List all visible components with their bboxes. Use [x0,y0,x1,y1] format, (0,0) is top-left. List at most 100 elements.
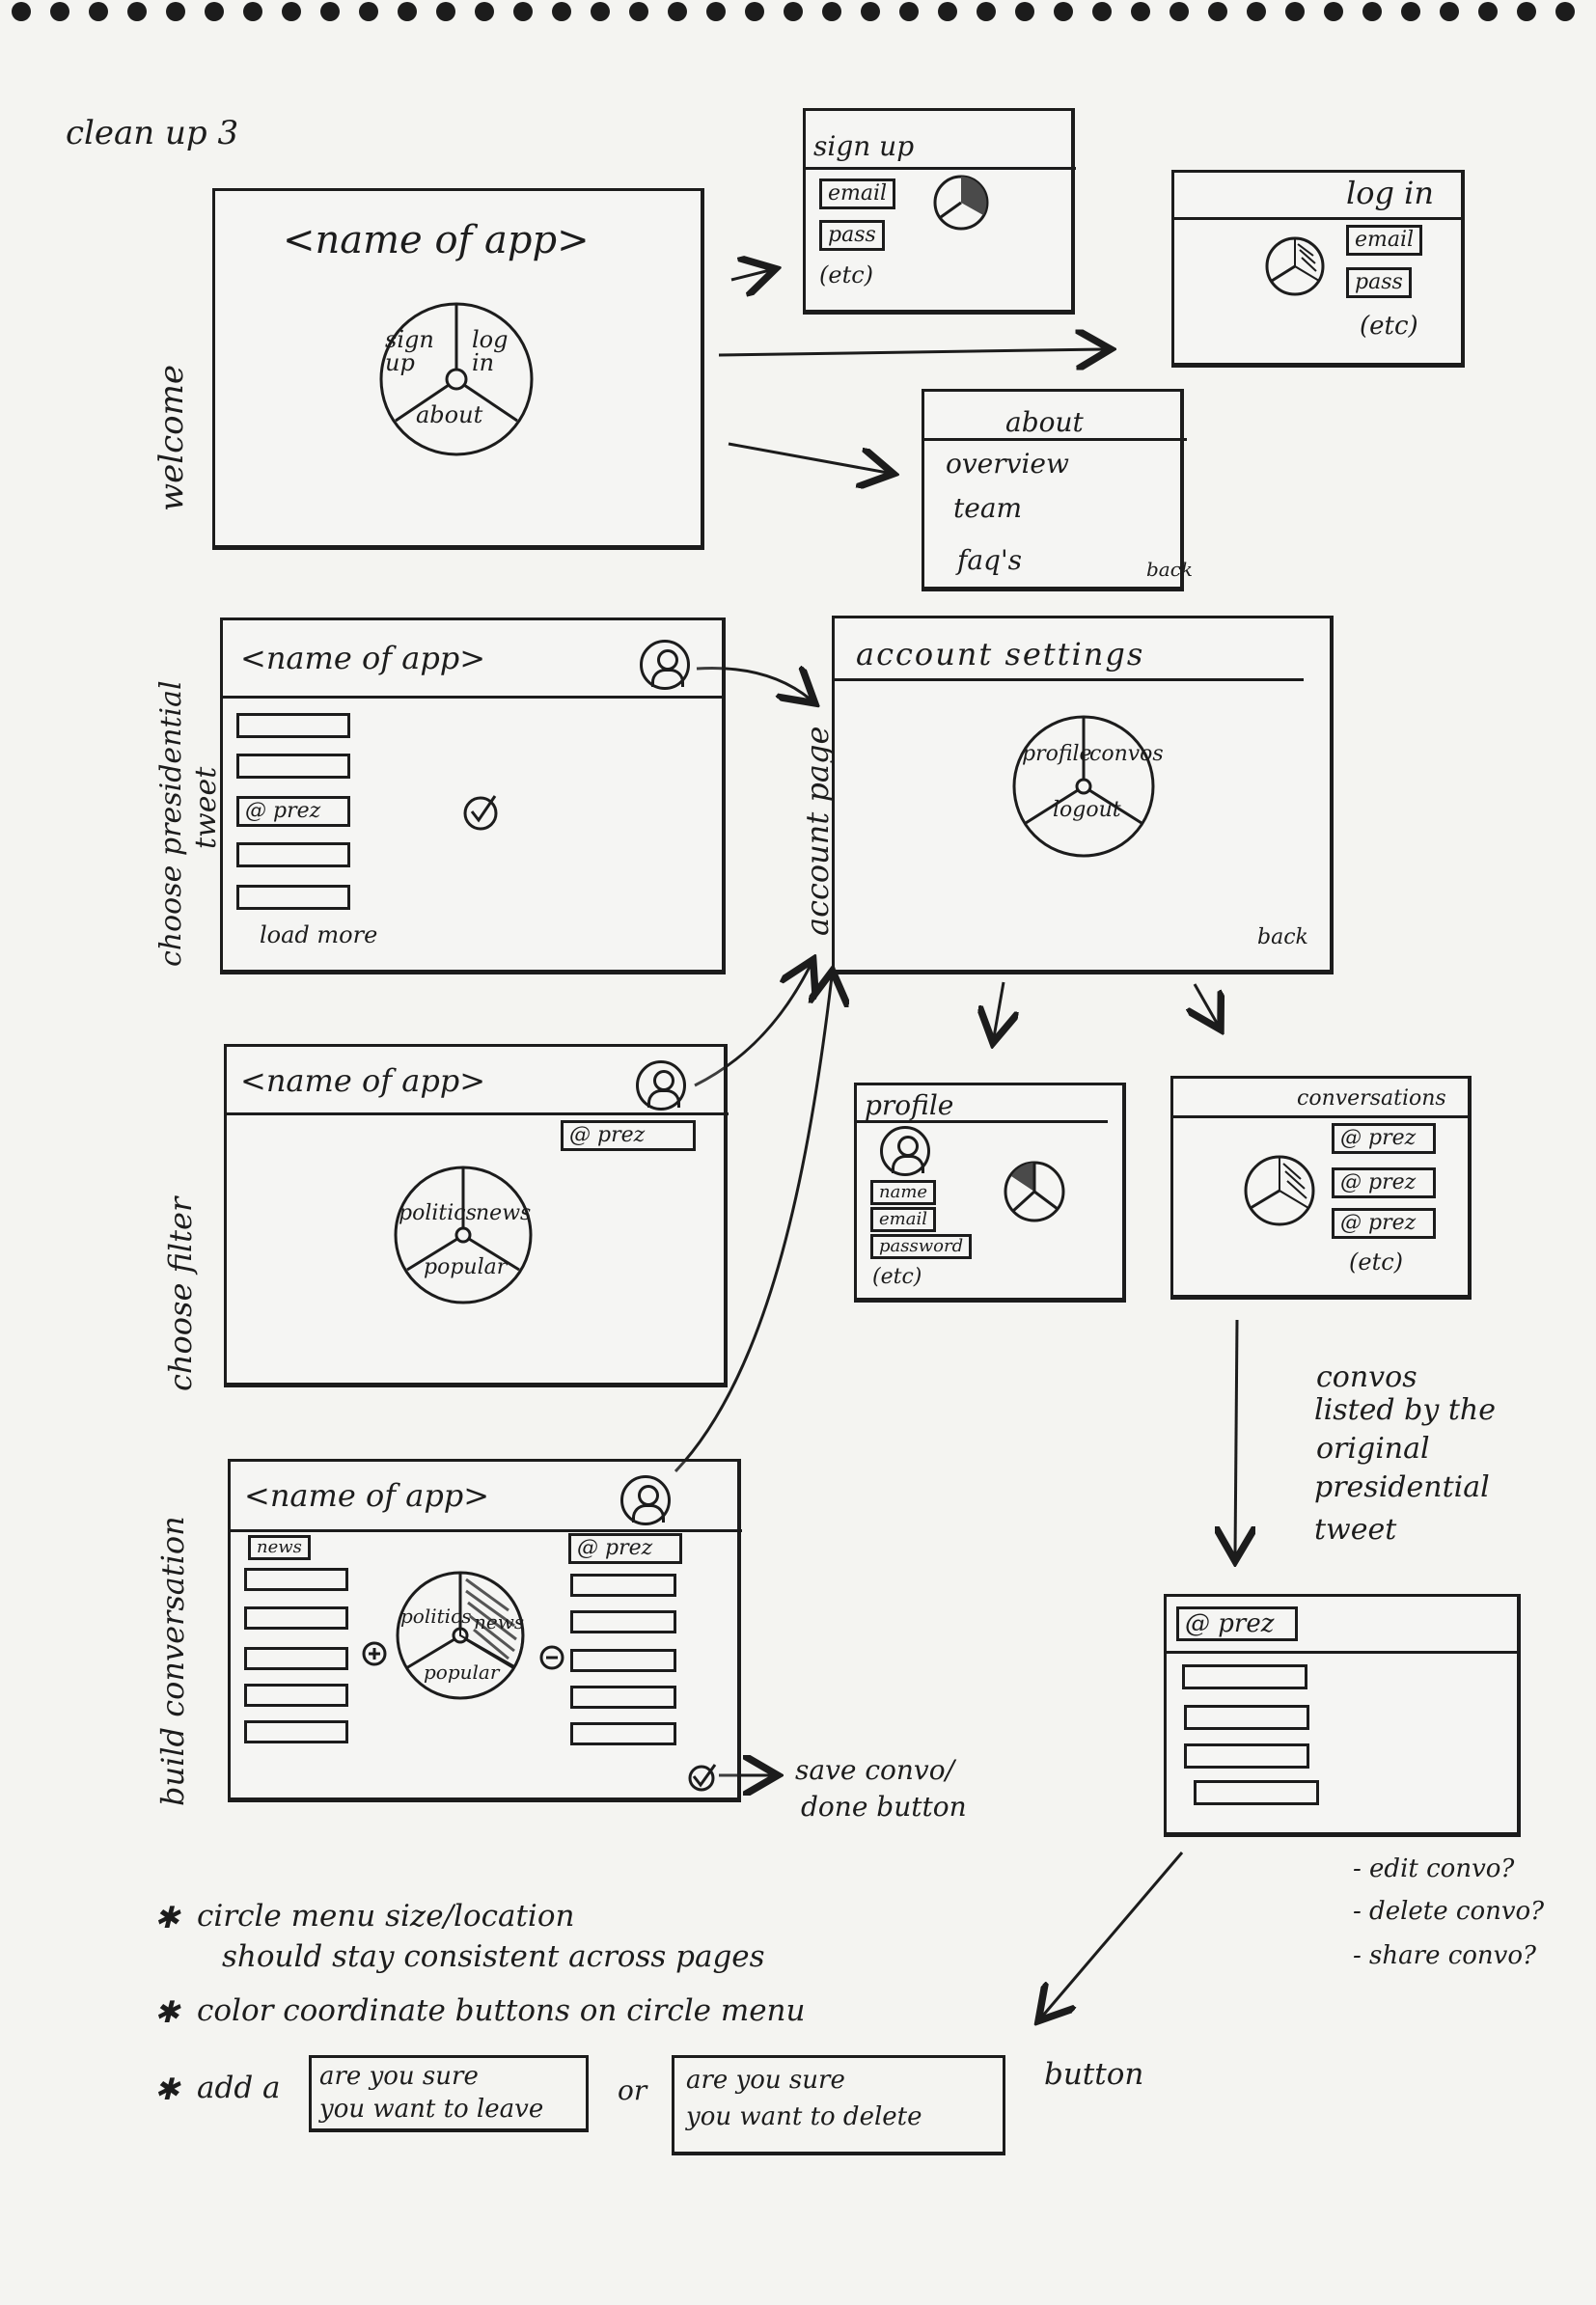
news-item[interactable] [244,1647,348,1670]
sign-up-screen: sign up email pass (etc) [803,108,1076,315]
log-in-pass-field[interactable]: pass [1346,267,1412,298]
about-back-link[interactable]: back [1146,558,1194,581]
sign-up-email-field[interactable]: email [819,178,896,209]
leave-dialog-line-1: are you sure [319,2062,479,2091]
account-settings-screen: account settings profile convos logout b… [832,616,1334,974]
check-icon[interactable] [686,1761,719,1794]
menu-popular[interactable]: popular [424,1255,508,1279]
avatar-icon[interactable] [640,640,690,690]
menu-convos[interactable]: convos [1089,742,1164,766]
news-item[interactable] [244,1606,348,1630]
menu-politics[interactable]: politics [400,1605,472,1628]
sign-up-circle-menu[interactable] [931,173,991,233]
star-icon: ✱ [154,1901,179,1935]
log-in-etc: (etc) [1360,312,1418,341]
load-more-link[interactable]: load more [260,921,378,948]
about-faqs[interactable]: faq's [957,544,1023,576]
menu-log-in[interactable]: log in [472,326,509,376]
avatar-icon[interactable] [620,1475,671,1525]
convo-detail-title: @ prez [1176,1606,1298,1641]
convos-note-line: listed by the [1314,1393,1496,1427]
note-3-suffix: button [1044,2057,1144,2092]
avatar-icon [880,1126,930,1176]
leave-confirm-dialog: are you sure you want to leave [309,2055,589,2132]
conversations-title: conversations [1297,1086,1446,1111]
news-item[interactable] [244,1568,348,1591]
convo-tweet[interactable] [1184,1743,1309,1769]
delete-convo-option[interactable]: - delete convo? [1353,1897,1545,1926]
menu-profile[interactable]: profile [1022,742,1092,766]
sign-up-title: sign up [813,130,915,162]
conversation-slot[interactable] [570,1649,676,1672]
about-team[interactable]: team [953,492,1023,524]
build-app-title: <name of app> [244,1477,490,1514]
news-item[interactable] [244,1684,348,1707]
minus-icon[interactable] [537,1643,566,1672]
about-overview[interactable]: overview [946,448,1069,480]
tweet-item[interactable] [236,842,350,867]
log-in-screen: log in email pass (etc) [1171,170,1465,368]
tweet-item-selected[interactable]: @ prez [236,796,350,827]
menu-politics[interactable]: politics [399,1201,477,1225]
conversation-item[interactable]: @ prez [1332,1123,1436,1154]
convo-detail-screen: @ prez [1164,1594,1521,1837]
sign-up-pass-field[interactable]: pass [819,220,885,251]
conversations-circle-menu[interactable] [1241,1152,1318,1229]
profile-title: profile [865,1089,954,1121]
menu-about[interactable]: about [416,401,483,428]
log-in-circle-menu[interactable] [1263,234,1327,298]
about-title: about [1005,406,1084,438]
share-convo-option[interactable]: - share convo? [1353,1941,1536,1970]
conversation-slot[interactable] [570,1574,676,1597]
welcome-screen: <name of app> sign up log in about [212,188,704,550]
profile-name-field[interactable]: name [870,1180,937,1205]
convos-note-line: tweet [1314,1513,1397,1547]
menu-news[interactable]: news [474,1610,525,1633]
account-back-link[interactable]: back [1257,925,1308,949]
note-3-or: or [618,2074,647,2106]
profile-circle-menu[interactable] [1002,1159,1067,1224]
account-settings-title: account settings [856,636,1145,672]
save-convo-note-1: save convo/ [795,1754,955,1786]
plus-icon[interactable] [360,1639,389,1668]
build-circle-menu[interactable] [393,1568,528,1703]
account-page-side-label: account page [799,726,836,936]
profile-email-field[interactable]: email [870,1207,936,1232]
welcome-circle-menu[interactable] [374,297,538,461]
delete-confirm-dialog: are you sure you want to delete [672,2055,1005,2155]
choose-tweet-app-title: <name of app> [240,640,486,676]
tweet-item[interactable] [236,754,350,779]
conversation-slot[interactable] [570,1610,676,1633]
choose-tweet-side-label-1: choose presidential [154,680,188,967]
star-icon: ✱ [154,1995,179,2030]
account-circle-menu[interactable] [1008,711,1159,862]
check-icon[interactable] [460,792,501,833]
profile-screen: profile name email password (etc) [854,1083,1126,1303]
conversation-slot[interactable] [570,1686,676,1709]
star-icon: ✱ [154,2072,179,2107]
news-item[interactable] [244,1720,348,1743]
about-screen: about overview team faq's back [922,389,1193,591]
convo-tweet[interactable] [1194,1780,1319,1805]
leave-dialog-line-2: you want to leave [319,2095,544,2124]
conversation-item[interactable]: @ prez [1332,1167,1436,1198]
edit-convo-option[interactable]: - edit convo? [1353,1854,1515,1883]
conversation-item[interactable]: @ prez [1332,1208,1436,1239]
tweet-item[interactable] [236,885,350,910]
convo-tweet[interactable] [1184,1705,1309,1730]
log-in-email-field[interactable]: email [1346,225,1423,256]
menu-popular[interactable]: popular [424,1660,500,1684]
filter-circle-menu[interactable] [391,1163,536,1307]
avatar-icon[interactable] [636,1060,686,1111]
note-1-line-1: circle menu size/location [197,1899,575,1934]
convo-tweet[interactable] [1182,1664,1307,1689]
menu-sign-up[interactable]: sign up [385,326,434,376]
choose-filter-side-label: choose filter [162,1196,199,1391]
profile-password-field[interactable]: password [870,1234,973,1259]
conversation-slot[interactable] [570,1722,676,1745]
choose-tweet-side-label-2: tweet [189,766,223,849]
menu-news[interactable]: news [476,1201,532,1225]
tweet-item[interactable] [236,713,350,738]
menu-logout[interactable]: logout [1053,798,1121,822]
conversations-etc: (etc) [1349,1249,1404,1276]
